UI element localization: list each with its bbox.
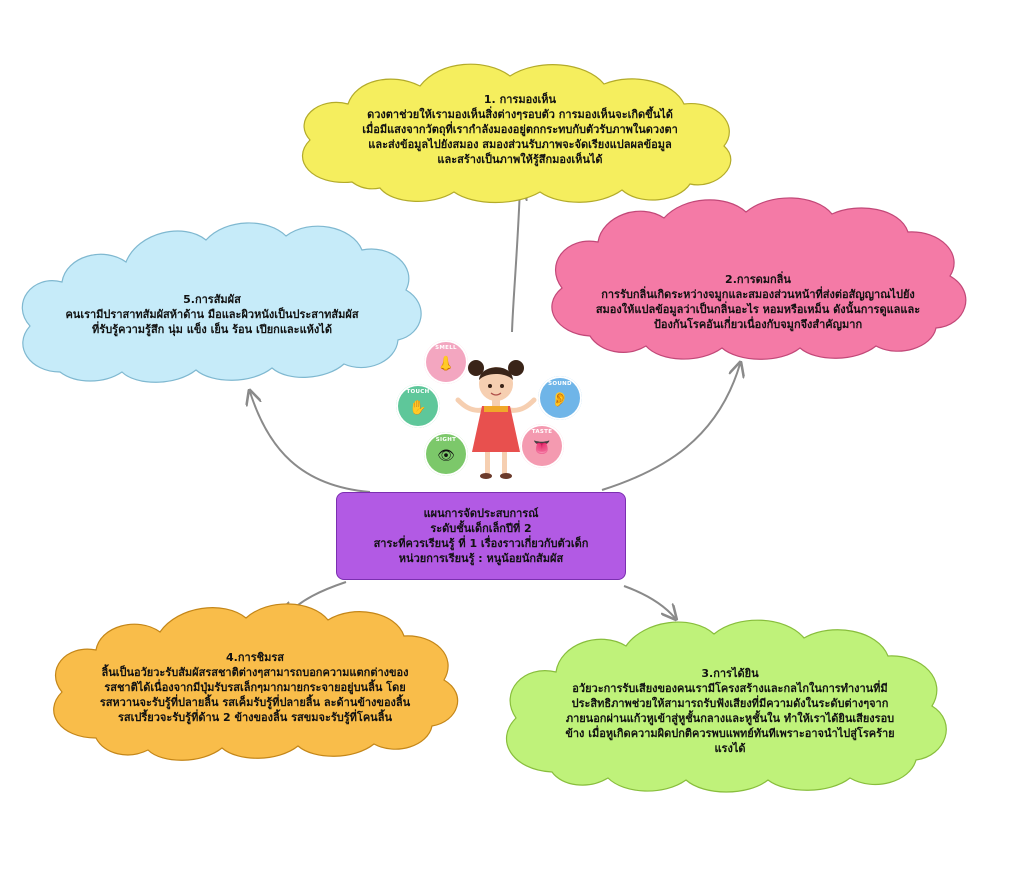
- hearing-line: อวัยวะการรับเสียงของคนเรามีโครงสร้างและก…: [572, 682, 888, 695]
- arrow-to-vision: [511, 188, 520, 333]
- taste-line: รสหวานจะรับรู้ที่ปลายลิ้น รสเค็มรับรู้ที…: [99, 696, 411, 709]
- taste-line: ลิ้นเป็นอวัยวะรับสัมผัสรสชาติต่างๆสามารถ…: [101, 666, 409, 679]
- sense-label-smell: SMELL: [435, 345, 457, 351]
- smell-line: สมองให้แปลข้อมูลว่าเป็นกลิ่นอะไร หอมหรือ…: [595, 303, 921, 316]
- center-line: ระดับชั้นเด็กเล็กปีที่ 2: [430, 522, 532, 535]
- girl-figure: [455, 360, 537, 479]
- tongue-icon: 👅: [533, 440, 551, 456]
- cloud-taste: [53, 603, 459, 761]
- nose-icon: 👃: [437, 356, 455, 372]
- taste-line: รสเปรี้ยวจะรับรู้ที่ด้าน 2 ข้างของลิ้น ร…: [118, 711, 392, 724]
- taste-title: 4.การชิมรส: [226, 651, 284, 664]
- ear-icon: 👂: [551, 392, 569, 408]
- vision-line: ดวงตาช่วยให้เรามองเห็นสิ่งต่างๆรอบตัว กา…: [367, 108, 673, 121]
- smell-line: การรับกลิ่นเกิดระหว่างจมูกและสมองส่วนหน้…: [601, 288, 915, 301]
- smell-text-block: 2.การดมกลิ่น การรับกลิ่นเกิดระหว่างจมูกแ…: [578, 272, 938, 332]
- touch-text-block: 5.การสัมผัส คนเรามีปราสาทสัมผัสห้าด้าน ม…: [52, 292, 372, 337]
- sense-circle-smell: SMELL 👃: [424, 340, 468, 384]
- hearing-line: ประสิทธิภาพช่วยให้สามารถรับฟังเสียงที่มี…: [571, 697, 889, 710]
- smell-title: 2.การดมกลิ่น: [725, 273, 791, 286]
- touch-line: คนเรามีปราสาทสัมผัสห้าด้าน มือและผิวหนัง…: [65, 308, 359, 321]
- hearing-text-block: 3.การได้ยิน อวัยวะการรับเสียงของคนเรามีโ…: [540, 666, 920, 756]
- touch-line: ที่รับรู้ความรู้สึก นุ่ม แข็ง เย็น ร้อน …: [92, 323, 332, 336]
- arrow-to-touch: [250, 392, 371, 493]
- arrow-to-hearing: [623, 585, 675, 618]
- vision-text-block: 1. การมองเห็น ดวงตาช่วยให้เรามองเห็นสิ่ง…: [340, 92, 700, 167]
- sense-label-taste: TASTE: [531, 429, 553, 435]
- eye-icon: 👁: [437, 448, 455, 464]
- hearing-line: แรงได้: [714, 742, 746, 755]
- hearing-title: 3.การได้ยิน: [701, 667, 759, 680]
- vision-line: และสร้างเป็นภาพให้รู้สึกมองเห็นได้: [437, 153, 603, 166]
- hearing-line: ภายนอกผ่านแก้วหูเข้าสู่หูชั้นกลางและหูชั…: [565, 712, 895, 725]
- cloud-touch: [21, 222, 422, 383]
- center-topic-box: แผนการจัดประสบการณ์ ระดับชั้นเด็กเล็กปีท…: [336, 492, 626, 580]
- hand-icon: ✋: [409, 400, 427, 416]
- hearing-line: ข้าง เมื่อหูเกิดความผิดปกติควรพบแพทย์ทัน…: [565, 727, 895, 740]
- five-senses-illustration: [455, 360, 537, 479]
- center-line: แผนการจัดประสบการณ์: [423, 507, 539, 520]
- sense-circle-touch: TOUCH ✋: [396, 384, 440, 428]
- vision-title: 1. การมองเห็น: [483, 93, 557, 106]
- taste-text-block: 4.การชิมรส ลิ้นเป็นอวัยวะรับสัมผัสรสชาติ…: [70, 650, 440, 725]
- taste-line: รสชาติได้เนื่องจากมีปุ่มรับรสเล็กๆมากมาย…: [104, 681, 406, 694]
- touch-title: 5.การสัมผัส: [183, 293, 241, 306]
- sense-label-sight: SIGHT: [435, 437, 457, 443]
- sense-label-sound: SOUND: [548, 381, 572, 387]
- sense-circle-taste: TASTE 👅: [520, 424, 564, 468]
- sense-circle-sight: SIGHT 👁: [424, 432, 468, 476]
- sense-circle-sound: SOUND 👂: [538, 376, 582, 420]
- smell-line: ป้องกันโรคอันเกี่ยวเนื่องกับจมูกจึงสำคัญ…: [653, 318, 863, 331]
- vision-line: เมื่อมีแสงจากวัตถุที่เรากำลังมองอยู่ตกกร…: [362, 123, 678, 136]
- center-line: สาระที่ควรเรียนรู้ ที่ 1 เรื่องราวเกี่ยว…: [373, 537, 589, 550]
- sense-label-touch: TOUCH: [406, 389, 430, 395]
- connector-arrows: [250, 188, 740, 618]
- center-line: หน่วยการเรียนรู้ : หนูน้อยนักสัมผัส: [398, 552, 564, 565]
- arrow-to-smell: [601, 364, 740, 491]
- vision-line: และส่งข้อมูลไปยังสมอง สมองส่วนรับภาพจะจั…: [368, 138, 672, 151]
- cloud-vision: [301, 63, 732, 204]
- cloud-smell: [551, 197, 967, 360]
- cloud-hearing: [505, 619, 947, 793]
